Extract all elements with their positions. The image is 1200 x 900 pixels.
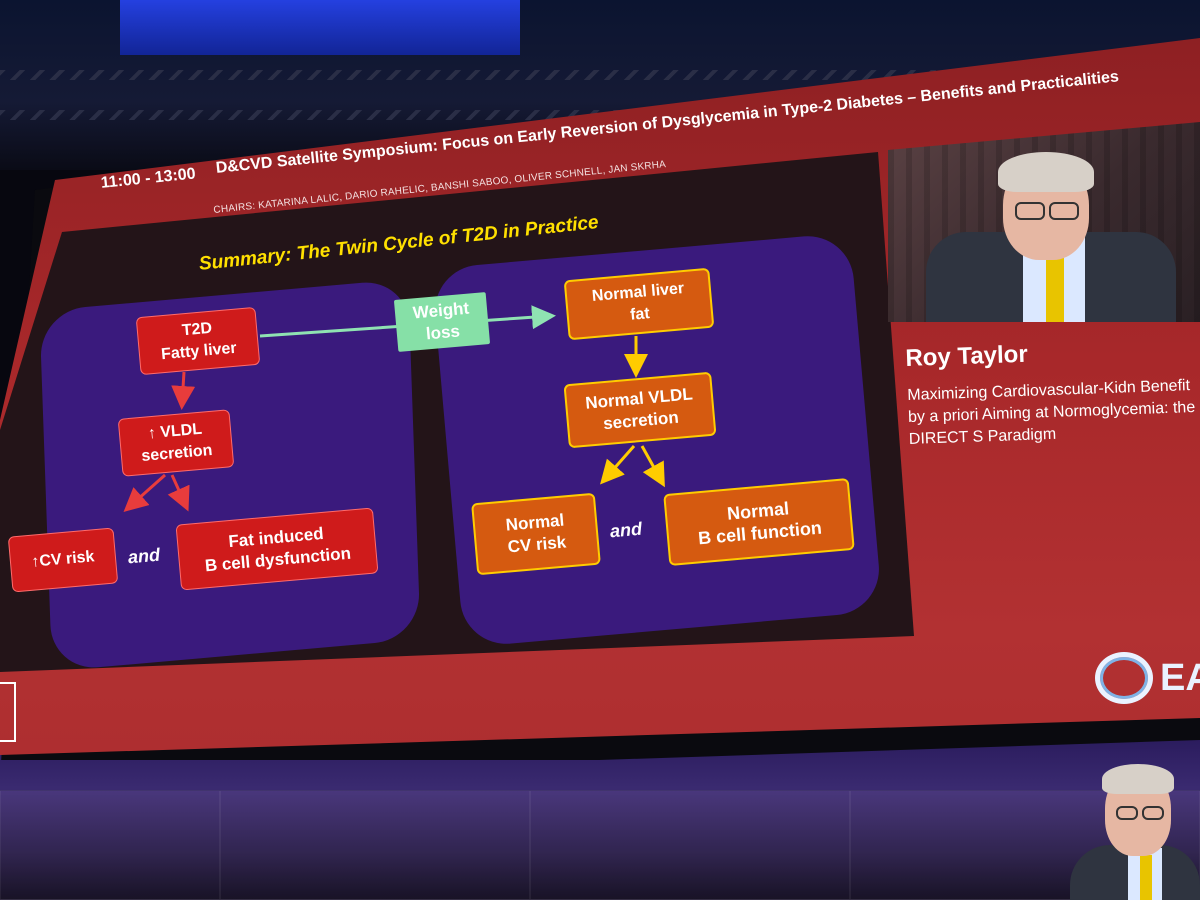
box-line: Fatty liver	[160, 339, 238, 364]
presenter	[1060, 760, 1200, 900]
box-vldl-secretion: ↑ VLDL secretion	[117, 409, 235, 477]
glasses-icon	[1142, 806, 1164, 820]
box-line: Weight	[412, 298, 470, 323]
box-line: ↑CV risk	[30, 548, 96, 571]
box-normal-liver-fat: Normal liver fat	[563, 267, 715, 341]
easd-logo-icon	[1095, 652, 1153, 704]
box-weight-loss: Weight loss	[393, 292, 491, 352]
presenter-hair	[1102, 764, 1174, 794]
speaker-name: Roy Taylor	[905, 340, 1029, 372]
wall-panel	[220, 790, 530, 900]
presenter-tie	[1140, 855, 1152, 900]
ceiling-light	[120, 0, 520, 55]
corner-logo-icon	[0, 682, 16, 742]
and-label-right: and	[609, 518, 643, 542]
glasses-icon	[1116, 806, 1138, 820]
truss	[0, 70, 1200, 80]
speaker-tie	[1046, 247, 1064, 322]
stage-wall	[0, 740, 1200, 900]
box-line: T2D	[181, 319, 213, 340]
box-normal-cv-risk: Normal CV risk	[471, 492, 601, 576]
box-line: CV risk	[506, 532, 567, 557]
box-normal-vldl-secretion: Normal VLDL secretion	[563, 371, 717, 449]
box-t2d-fatty-liver: T2D Fatty liver	[135, 306, 261, 376]
glasses-icon	[1015, 202, 1045, 220]
box-line: loss	[425, 321, 461, 344]
logo-text: EA	[1160, 657, 1200, 699]
glasses-icon	[1049, 202, 1079, 220]
speaker-hair	[998, 152, 1094, 192]
speaker-video-feed	[888, 122, 1200, 322]
box-line: fat	[629, 305, 651, 324]
wall-panel	[530, 790, 850, 900]
box-line: secretion	[140, 441, 214, 466]
box-cv-risk: ↑CV risk	[7, 527, 119, 593]
talk-title: Maximizing Cardiovascular-Kidn Benefit b…	[907, 377, 1196, 448]
box-line: B cell function	[697, 517, 823, 549]
and-label-left: and	[127, 544, 161, 568]
